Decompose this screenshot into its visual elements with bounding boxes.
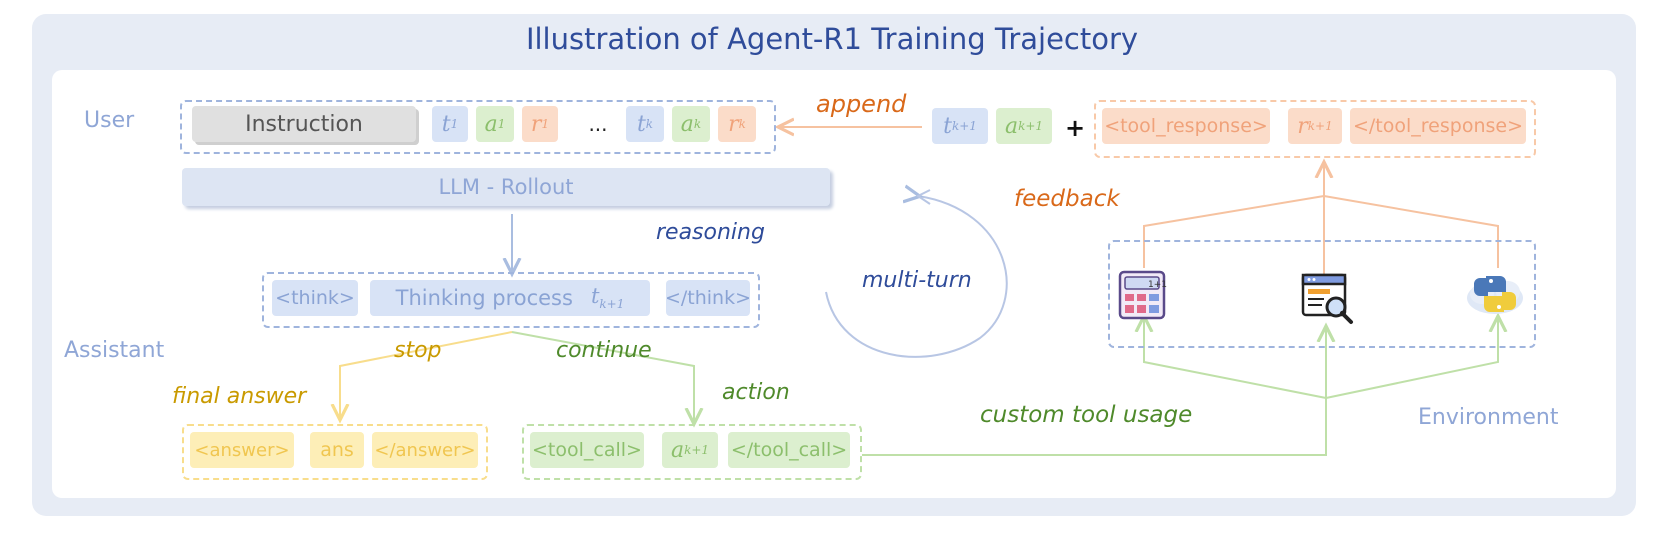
- think-close-tag: </think>: [665, 280, 751, 316]
- stop-label: stop: [394, 338, 442, 363]
- think-open-tag: <think>: [272, 280, 358, 316]
- reasoning-label: reasoning: [656, 220, 765, 245]
- answer-box: [182, 424, 488, 480]
- feedback-label: feedback: [1014, 186, 1120, 212]
- calculator-icon: 1+1: [1118, 270, 1167, 320]
- tool-call-box: [522, 424, 862, 480]
- user-sequence-box: [180, 100, 776, 154]
- multi-turn-label: multi-turn: [862, 268, 972, 293]
- user-label: User: [84, 108, 135, 133]
- feedback-from-python: [1323, 195, 1499, 268]
- answer-close-tag: </answer>: [372, 432, 478, 468]
- tool-response-open: <tool_response>: [1102, 108, 1270, 144]
- plus-sign: +: [1064, 114, 1086, 142]
- action-label: action: [722, 380, 790, 405]
- tool-response-box: [1094, 100, 1536, 158]
- diagram-title: Illustration of Agent-R1 Training Trajec…: [525, 22, 1139, 56]
- answer-open-tag: <answer>: [190, 432, 294, 468]
- thinking-box: [262, 272, 760, 328]
- tool-usage-to-calc: [1144, 318, 1327, 399]
- stop-arrow: [340, 331, 513, 418]
- tool-response-close: </tool_response>: [1350, 108, 1526, 144]
- custom-tool-usage-label: custom tool usage: [980, 402, 1193, 428]
- feedback-from-calc: [1143, 195, 1325, 268]
- multi-turn-loop: [825, 196, 1008, 358]
- llm-rollout-bar: LLM - Rollout: [182, 168, 830, 206]
- ans-token: ans: [310, 432, 364, 468]
- ellipsis: ...: [588, 112, 608, 136]
- tool-usage-to-python: [1325, 318, 1498, 399]
- instruction-token: Instruction: [192, 106, 416, 142]
- continue-arrow: [511, 331, 694, 422]
- environment-label: Environment: [1418, 405, 1559, 430]
- svg-text:1+1: 1+1: [1148, 280, 1167, 290]
- continue-label: continue: [556, 338, 652, 363]
- tool-call-open-tag: <tool_call>: [530, 432, 644, 468]
- thinking-process-token: Thinking process tk+1: [370, 280, 650, 316]
- search-document-icon: [1301, 273, 1353, 324]
- python-icon: [1467, 276, 1523, 314]
- environment-box: [1108, 240, 1536, 348]
- tool-usage-line: [862, 398, 1327, 456]
- final-answer-label: final answer: [172, 384, 307, 409]
- append-label: append: [816, 90, 907, 118]
- tool-call-close-tag: </tool_call>: [728, 432, 850, 468]
- assistant-label: Assistant: [64, 338, 165, 363]
